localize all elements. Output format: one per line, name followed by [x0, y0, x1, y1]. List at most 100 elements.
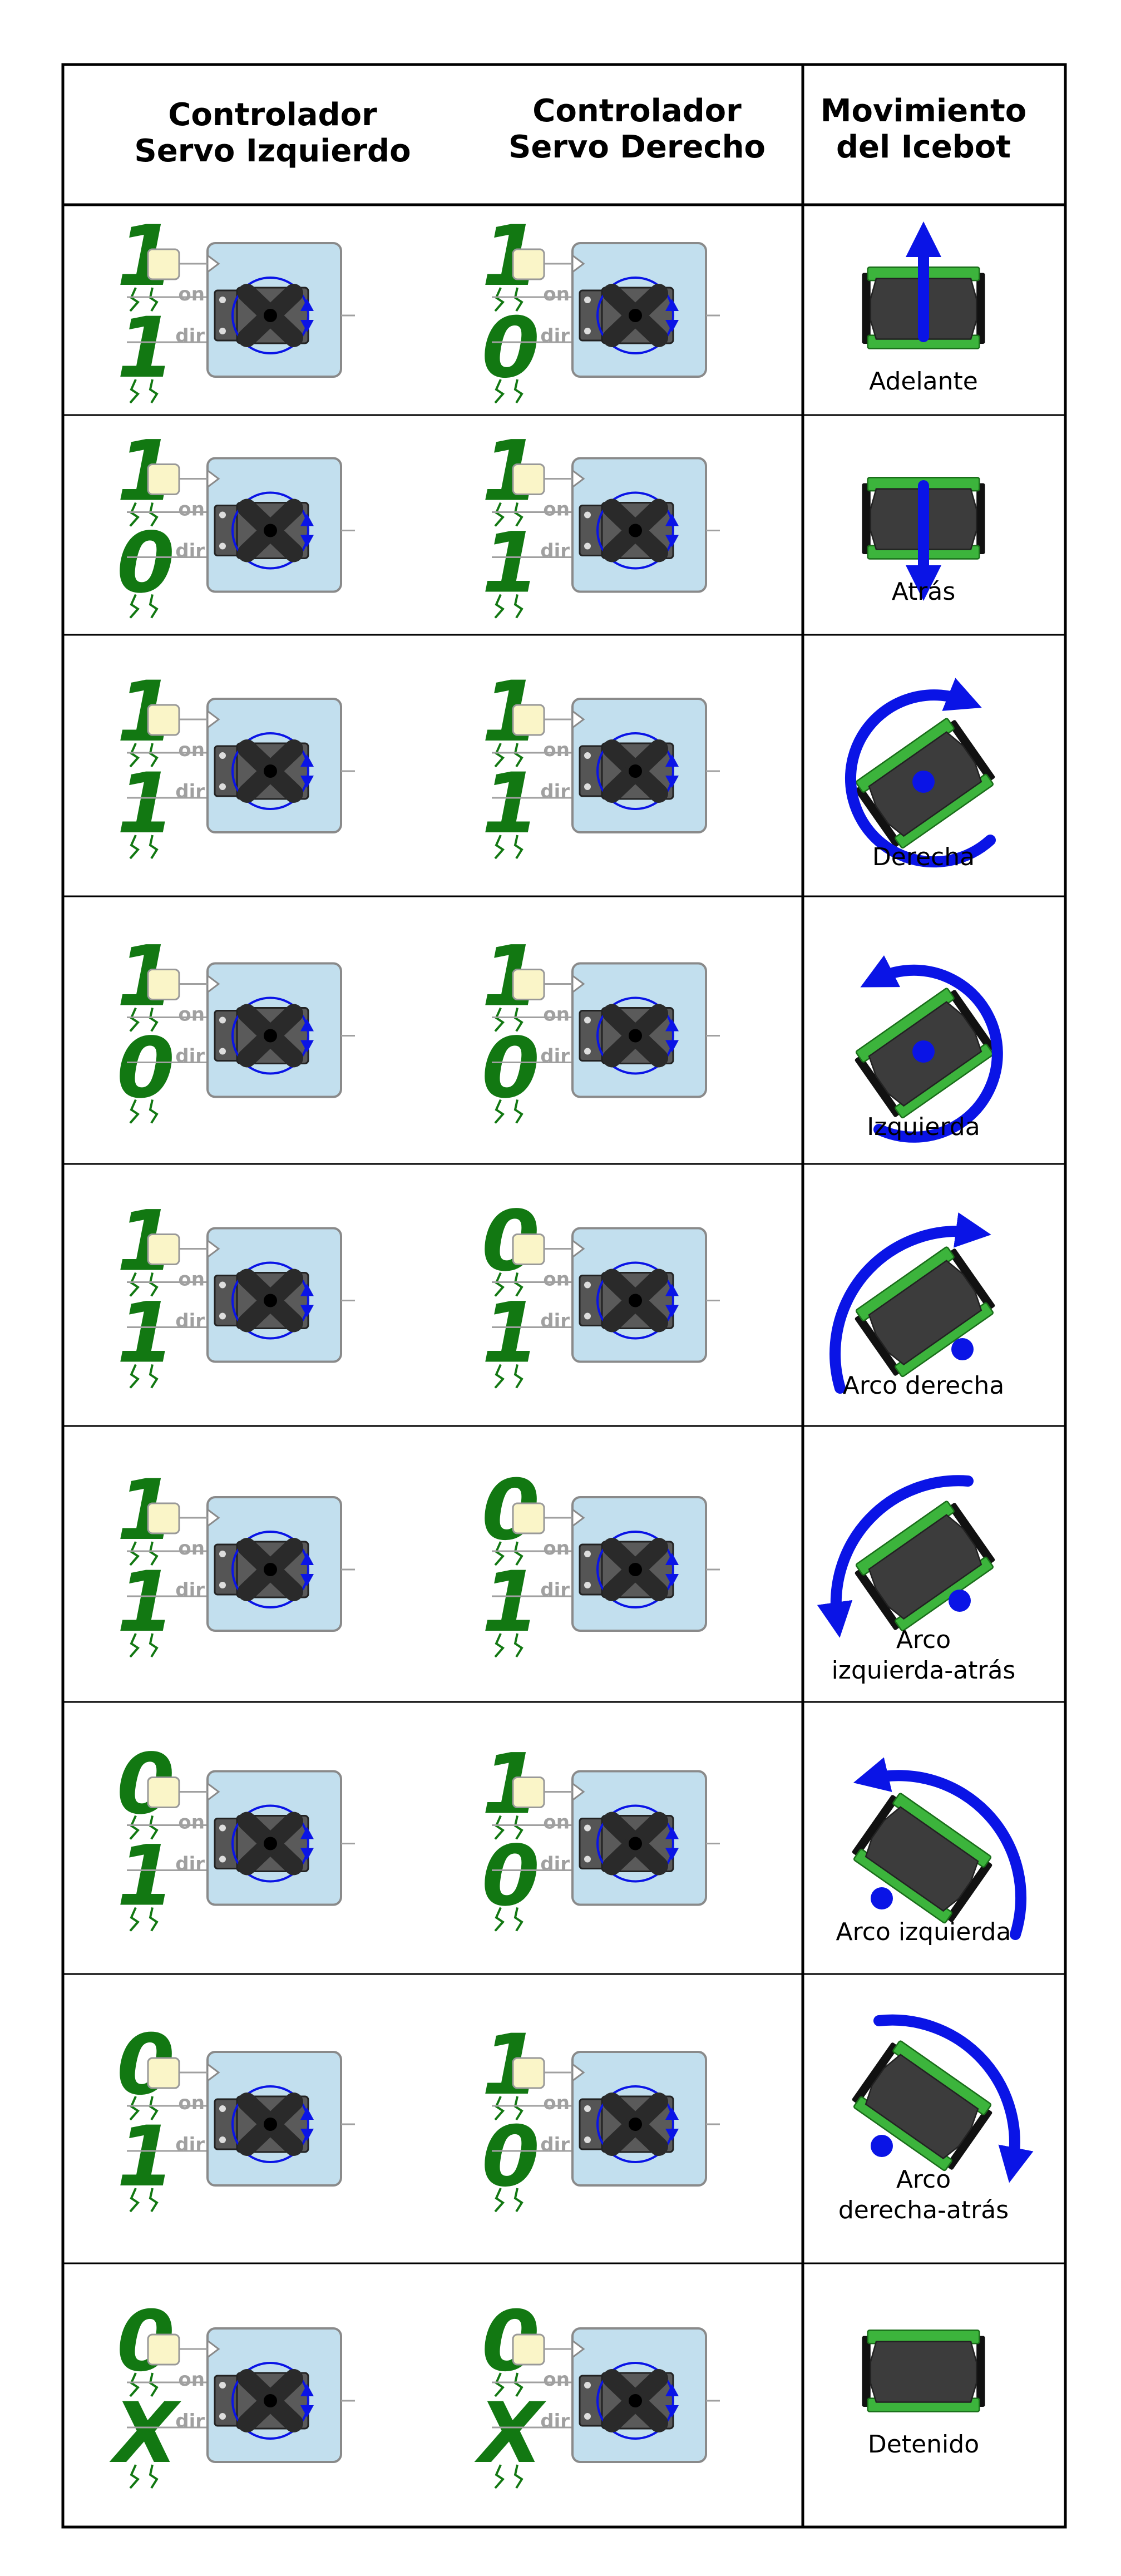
bit-value: 1: [117, 1554, 175, 1651]
motion-cell: Detenido: [861, 2330, 986, 2459]
header-left-line-1: Controlador: [168, 97, 377, 133]
pin-on-label: on: [543, 1269, 570, 1291]
bit-legs-icon: [494, 2188, 524, 2213]
motion-cell: Arco izquierda: [836, 1757, 1026, 1946]
bit-value: 1: [117, 300, 175, 397]
bit-value: 1: [117, 1828, 175, 1925]
pin-on-label: on: [178, 1812, 205, 1834]
bit-legs-icon: [494, 1364, 524, 1389]
arc-left-arrow-icon: [853, 1757, 1026, 1940]
bit-value: 0: [482, 300, 540, 397]
pin-on-label: on: [178, 739, 205, 761]
bit-legs-icon: [494, 835, 524, 860]
pin-on-label: on: [178, 1269, 205, 1291]
bit-legs-icon: [494, 1907, 524, 1932]
bit-value: 1: [117, 1285, 175, 1382]
bit-value: 0: [117, 515, 175, 612]
pin-on-label: on: [543, 1004, 570, 1026]
motion-label: Detenido: [868, 2430, 979, 2459]
header-right-line-2: Servo Derecho: [508, 129, 766, 165]
pin-on-label: on: [178, 283, 205, 305]
motion-cell: Atrás: [861, 477, 986, 606]
bit-legs-icon: [494, 379, 524, 404]
pin-on-label: on: [543, 2092, 570, 2114]
bit-legs-icon: [494, 2372, 524, 2397]
bit-legs-icon: [129, 1272, 159, 1297]
bit-legs-icon: [494, 502, 524, 527]
motion-cell: Izquierda: [850, 955, 1003, 1143]
motion-label: Arco derecha: [843, 1371, 1005, 1400]
bit-legs-icon: [494, 1099, 524, 1124]
pin-dir-label: dir: [540, 325, 570, 347]
pin-dir-label: dir: [540, 2410, 570, 2432]
bit-value: 1: [482, 1285, 540, 1382]
pin-on-label: on: [178, 2368, 205, 2391]
bit-value: 0: [482, 2109, 540, 2205]
pin-dir-label: dir: [540, 1045, 570, 1068]
pin-dir-label: dir: [175, 2134, 205, 2156]
bit-legs-icon: [129, 743, 159, 768]
bit-legs-icon: [129, 835, 159, 860]
motion-cell: Adelante: [861, 221, 986, 396]
header-left-controller: Controlador Servo Izquierdo: [134, 97, 411, 169]
pin-dir-label: dir: [175, 325, 205, 347]
pin-dir-label: dir: [540, 1579, 570, 1601]
bit-legs-icon: [494, 1541, 524, 1566]
arc-right-back-arrow-icon: [871, 2014, 1034, 2183]
pin-on-label: on: [543, 1812, 570, 1834]
motion-label: Arco: [896, 1626, 951, 1654]
pin-on-label: on: [543, 2368, 570, 2391]
bit-value: X: [109, 2385, 181, 2482]
icebot-robot-icon: [848, 1789, 997, 1928]
arc-right-arrow-icon: [829, 1212, 991, 1394]
bit-value: 1: [117, 2109, 175, 2205]
bit-legs-icon: [494, 1633, 524, 1658]
pin-on-label: on: [543, 739, 570, 761]
bit-legs-icon: [129, 1364, 159, 1389]
pin-on-label: on: [178, 499, 205, 521]
pin-on-label: on: [543, 499, 570, 521]
rotate-clockwise-arrow-icon: [845, 678, 996, 868]
pin-on-label: on: [543, 283, 570, 305]
motion-label: Arco izquierda: [836, 1918, 1011, 1946]
pin-dir-label: dir: [540, 1310, 570, 1333]
bit-legs-icon: [129, 1541, 159, 1566]
header-motion-line-2: del Icebot: [836, 129, 1011, 165]
header-left-line-2: Servo Izquierdo: [134, 133, 411, 169]
pin-dir-label: dir: [540, 781, 570, 803]
motion-label: derecha-atrás: [838, 2196, 1009, 2224]
bit-value: 0: [482, 1828, 540, 1925]
bit-legs-icon: [494, 1815, 524, 1840]
bit-legs-icon: [129, 502, 159, 527]
bit-value: 1: [482, 756, 540, 852]
arc-left-back-arrow-icon: [817, 1475, 974, 1638]
bit-legs-icon: [494, 743, 524, 768]
pin-dir-label: dir: [175, 1853, 205, 1876]
bit-legs-icon: [494, 2096, 524, 2121]
bit-legs-icon: [129, 594, 159, 619]
pin-dir-label: dir: [175, 1045, 205, 1068]
bit-value: 1: [482, 515, 540, 612]
motion-label: Arco: [896, 2165, 951, 2194]
bit-value: X: [474, 2385, 546, 2482]
bit-legs-icon: [494, 287, 524, 312]
